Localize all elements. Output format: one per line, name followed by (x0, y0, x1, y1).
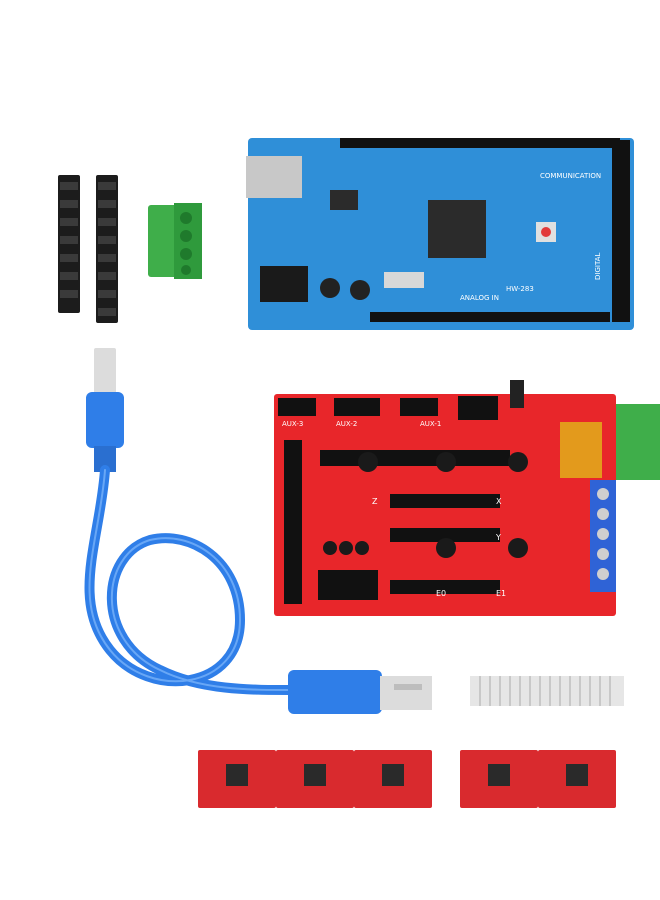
ramps-shield: D8 D9 D10 X Y Z E0 E1 AUX-2 AUX-1 AUX-3 (274, 380, 660, 616)
stepper-driver-5 (538, 750, 616, 808)
silk-aux3: AUX-3 (282, 420, 303, 428)
silk-communication: COMMUNICATION (540, 172, 601, 180)
silk-analog-in: ANALOG IN (460, 294, 499, 302)
silk-x: X (496, 497, 502, 506)
silk-d10: D10 (616, 579, 632, 588)
silk-y: Y (495, 533, 501, 542)
arduino-mega-board: COMMUNICATION ANALOG IN HW-283 DIGITAL (246, 138, 634, 330)
stepper-driver-4 (460, 750, 538, 808)
silk-digital: DIGITAL (594, 253, 602, 280)
silk-e0: E0 (436, 589, 446, 598)
silk-d8: D8 (620, 511, 631, 520)
silk-aux2: AUX-2 (336, 420, 357, 428)
power-terminal (616, 404, 660, 480)
usb-b-plug (94, 348, 116, 394)
microcontroller-chip (428, 200, 486, 258)
silk-z: Z (372, 497, 378, 506)
silk-model: HW-283 (506, 285, 534, 293)
jumper-strip-right (96, 175, 118, 323)
jumper-caps (58, 175, 118, 323)
usb-b-port (246, 156, 302, 198)
usb-cable (84, 348, 432, 714)
silk-d9: D9 (620, 545, 631, 554)
bottom-header (370, 312, 610, 322)
jumper-strip-left (58, 175, 80, 313)
silk-aux1: AUX-1 (420, 420, 441, 428)
screw-terminal (148, 203, 202, 279)
power-jack (260, 266, 308, 302)
stepper-driver-1 (198, 750, 276, 808)
polyfuse (560, 422, 602, 478)
stepper-driver-3 (354, 750, 432, 808)
usb-a-plug (380, 676, 432, 710)
silk-e1: E1 (496, 589, 506, 598)
top-header (340, 138, 620, 148)
stepper-driver-2 (276, 750, 354, 808)
side-header (612, 140, 630, 322)
heatsink (470, 676, 624, 706)
stepper-drivers (198, 750, 616, 808)
usb-a-housing (288, 670, 382, 714)
